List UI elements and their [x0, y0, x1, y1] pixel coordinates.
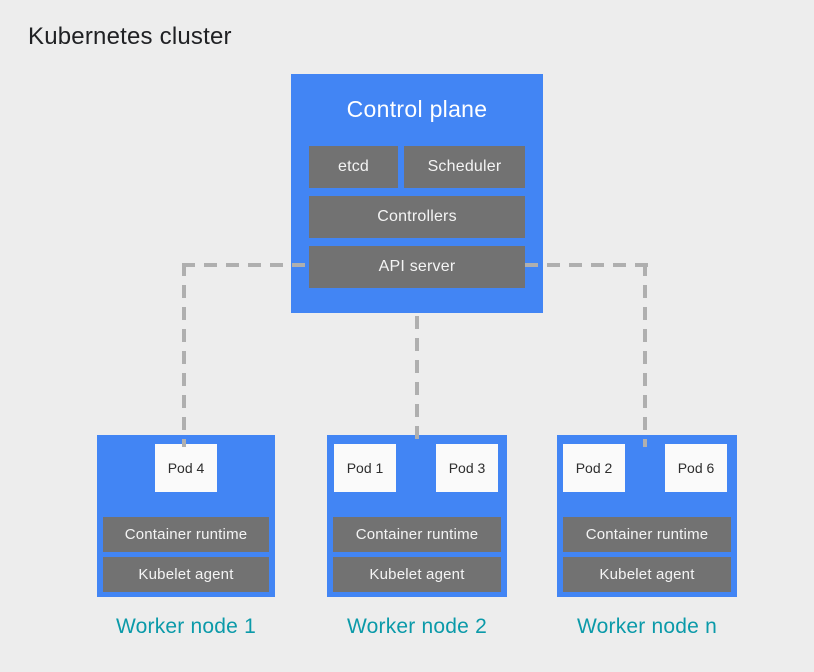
container-runtime-box: Container runtime: [563, 517, 731, 552]
connector-line-vertical-left: [182, 263, 186, 447]
controllers-box: Controllers: [309, 196, 525, 238]
pod-box: Pod 6: [665, 444, 727, 492]
connector-line-vertical-middle: [415, 316, 419, 441]
connector-line-horizontal-right: [525, 263, 649, 267]
scheduler-box: Scheduler: [404, 146, 525, 188]
etcd-box: etcd: [309, 146, 398, 188]
pod-box: Pod 1: [334, 444, 396, 492]
kubelet-agent-box: Kubelet agent: [103, 557, 269, 592]
diagram-title: Kubernetes cluster: [28, 23, 232, 50]
connector-line-vertical-right: [643, 263, 647, 447]
worker-node-1-box: Pod 4 Container runtime Kubelet agent: [97, 435, 275, 597]
pod-box: Pod 2: [563, 444, 625, 492]
container-runtime-box: Container runtime: [333, 517, 501, 552]
control-plane-box: Control plane etcd Scheduler Controllers…: [291, 74, 543, 313]
kubelet-agent-box: Kubelet agent: [333, 557, 501, 592]
worker-node-2-label: Worker node 2: [347, 615, 487, 638]
pod-box: Pod 4: [155, 444, 217, 492]
worker-node-n-box: Pod 2 Pod 6 Container runtime Kubelet ag…: [557, 435, 737, 597]
worker-node-2-box: Pod 1 Pod 3 Container runtime Kubelet ag…: [327, 435, 507, 597]
container-runtime-box: Container runtime: [103, 517, 269, 552]
kubelet-agent-box: Kubelet agent: [563, 557, 731, 592]
pod-box: Pod 3: [436, 444, 498, 492]
connector-line-horizontal-left: [182, 263, 309, 267]
api-server-box: API server: [309, 246, 525, 288]
worker-node-n-label: Worker node n: [577, 615, 717, 638]
control-plane-title: Control plane: [346, 96, 488, 122]
worker-node-1-label: Worker node 1: [116, 615, 256, 638]
